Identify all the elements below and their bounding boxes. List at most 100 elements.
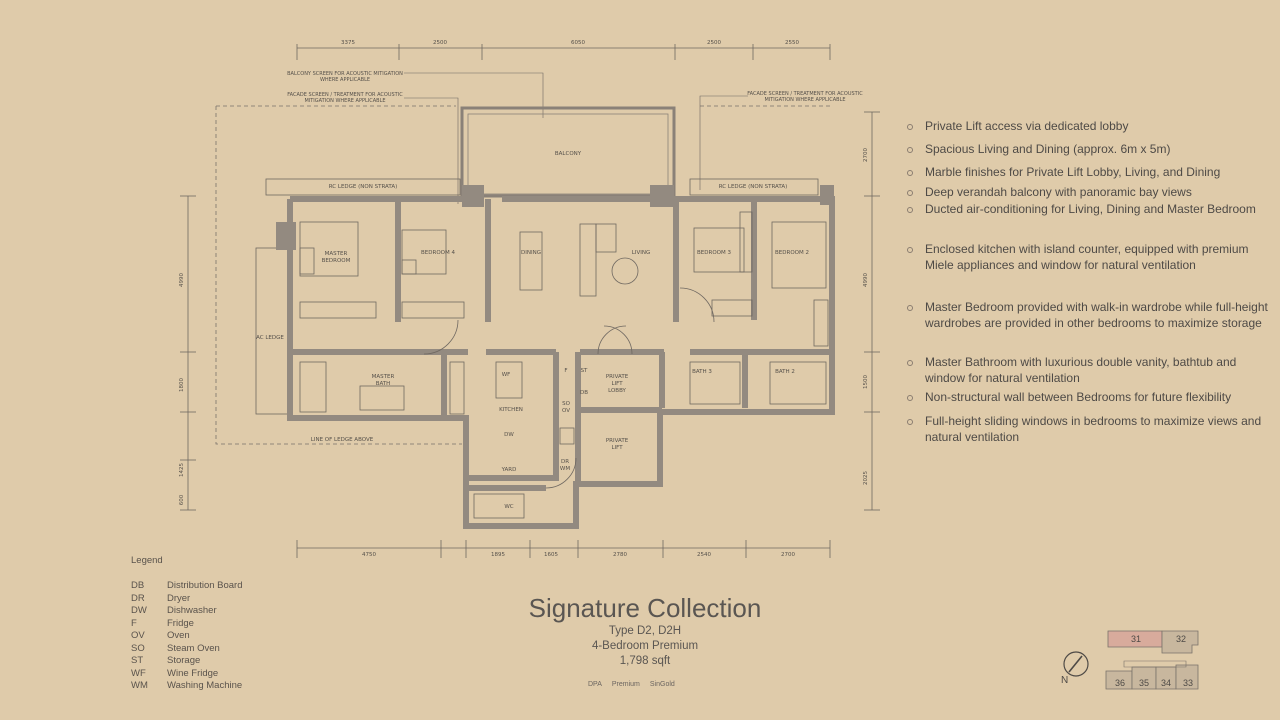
dimension-lines: [180, 44, 880, 558]
facade-left-note-1: FACADE SCREEN / TREATMENT FOR ACOUSTIC: [287, 92, 403, 98]
rc-ledge-right: [689, 178, 819, 196]
room-private-lift-2: LIFT: [611, 445, 623, 451]
legend-row: DR Dryer: [131, 593, 243, 606]
legend-code: F: [131, 617, 137, 629]
dim-right-2: 4990: [863, 273, 869, 287]
furniture: [299, 211, 829, 519]
dim-top-4: 2500: [707, 40, 721, 46]
columns: [276, 185, 834, 250]
legend-code: DR: [131, 592, 145, 604]
legend-row: F Fridge: [131, 618, 243, 631]
legend-desc: Dryer: [167, 592, 191, 604]
room-lift-lobby-1: PRIVATE: [606, 374, 629, 380]
room-bath3: BATH 3: [692, 369, 712, 375]
dim-right-1: 2700: [863, 148, 869, 162]
dim-top-1: 3375: [341, 40, 355, 46]
rc-ledge-right-label: RC LEDGE (NON STRATA): [719, 184, 787, 190]
facade-right-note-2: MITIGATION WHERE APPLICABLE: [764, 97, 845, 103]
legend-desc: Distribution Board: [167, 580, 243, 591]
dim-bottom-1: 4750: [362, 552, 376, 558]
room-labels: BALCONY RC LEDGE (NON STRATA) RC LEDGE (…: [256, 151, 809, 510]
legend-code: ST: [131, 655, 144, 666]
keyplan-label-36: 36: [1115, 678, 1125, 688]
keyplan-label-35: 35: [1139, 678, 1149, 688]
room-master-bedroom-1: MASTER: [325, 251, 348, 257]
keyplan-label-32: 32: [1176, 634, 1186, 644]
room-dining: DINING: [521, 250, 541, 256]
logo-dpa: DPA: [588, 681, 602, 688]
room-f: F: [564, 368, 567, 374]
legend-code: DW: [131, 605, 147, 616]
dim-left-2: 1800: [179, 378, 185, 392]
keyplan-label-33: 33: [1183, 678, 1193, 688]
legend-desc: Washing Machine: [167, 680, 243, 691]
room-private-lift-1: PRIVATE: [606, 438, 629, 444]
dim-top-3: 6050: [571, 40, 585, 46]
legend-desc: Fridge: [167, 617, 194, 629]
keyplan-unit-32: [1161, 630, 1199, 654]
feature-item: Private Lift access via dedicated lobby: [905, 119, 1275, 135]
dim-bottom-6: 2700: [781, 552, 795, 558]
dim-right-3: 1500: [863, 375, 869, 389]
room-bath2: BATH 2: [775, 369, 795, 375]
logo-singold: SinGold: [649, 681, 675, 688]
dimension-labels: 3375 2500 6050 2500 2550 4750 1895 1605 …: [179, 40, 869, 558]
legend-code: WM: [131, 680, 148, 691]
dim-bottom-5: 2540: [697, 552, 711, 558]
dim-left-1: 4990: [179, 273, 185, 287]
room-wc: WC: [504, 504, 513, 510]
balcony-screen-note-1: BALCONY SCREEN FOR ACOUSTIC MITIGATION: [287, 71, 403, 77]
legend-desc: Wine Fridge: [167, 667, 219, 679]
legend-desc: Dishwasher: [167, 605, 217, 616]
logo-premium: Premium: [611, 681, 640, 688]
room-master-bath-2: BATH: [376, 381, 391, 387]
feature-item: Deep verandah balcony with panoramic bay…: [905, 185, 1275, 201]
feature-item: Enclosed kitchen with island counter, eq…: [905, 242, 1275, 273]
dim-bottom-3: 1605: [544, 552, 558, 558]
room-balcony: BALCONY: [555, 151, 582, 157]
legend-code: WF: [131, 667, 146, 679]
annotation-labels: BALCONY SCREEN FOR ACOUSTIC MITIGATION W…: [287, 71, 863, 104]
balcony-screen-note-2: WHERE APPLICABLE: [320, 77, 370, 83]
keyplan-label-31: 31: [1131, 634, 1141, 644]
unit-category: 4-Bedroom Premium: [591, 640, 699, 652]
rc-ledge-left: [265, 178, 461, 196]
feature-item: Full-height sliding windows in bedrooms …: [905, 414, 1275, 445]
room-bedroom3: BEDROOM 3: [697, 250, 731, 256]
keyplan-label-34: 34: [1161, 678, 1171, 688]
room-kitchen: KITCHEN: [499, 407, 523, 413]
room-lift-lobby-2: LIFT: [611, 381, 623, 387]
dim-left-3: 1425: [179, 463, 185, 477]
key-plan: 31 32 36 35 34 33: [1105, 630, 1199, 690]
feature-item: Spacious Living and Dining (approx. 6m x…: [905, 142, 1275, 158]
rc-ledge-left-label: RC LEDGE (NON STRATA): [329, 184, 397, 190]
facade-left-note-2: MITIGATION WHERE APPLICABLE: [304, 98, 385, 104]
legend-row: DW Dishwasher: [131, 605, 243, 618]
feature-item: Non-structural wall between Bedrooms for…: [905, 390, 1275, 406]
keyplan-corridor: [1123, 660, 1187, 668]
feature-item: Master Bathroom with luxurious double va…: [905, 355, 1275, 386]
developer-logos: DPA Premium SinGold: [588, 681, 675, 688]
dim-left-4: 600: [179, 494, 185, 505]
legend-title: Legend: [131, 555, 163, 566]
north-label: N: [1061, 675, 1068, 686]
feature-item: Ducted air-conditioning for Living, Dini…: [905, 202, 1275, 218]
room-wm: WM: [560, 466, 570, 472]
line-of-ledge-label: LINE OF LEDGE ABOVE: [311, 437, 374, 443]
room-bedroom4: BEDROOM 4: [421, 250, 455, 256]
room-bedroom2: BEDROOM 2: [775, 250, 809, 256]
room-dw: DW: [504, 432, 514, 438]
unit-area: 1,798 sqft: [619, 655, 671, 667]
room-st: ST: [581, 368, 588, 374]
room-master-bedroom-2: BEDROOM: [322, 258, 351, 264]
room-master-bath-1: MASTER: [372, 374, 395, 380]
ledge-outline: [215, 105, 830, 445]
room-db: DB: [580, 390, 588, 396]
north-compass-icon: N: [1061, 651, 1089, 686]
dim-top-2: 2500: [433, 40, 447, 46]
feature-item: Marble finishes for Private Lift Lobby, …: [905, 165, 1275, 181]
title-block: Signature Collection Type D2, D2H 4-Bedr…: [445, 592, 845, 669]
room-living: LIVING: [632, 250, 650, 256]
room-yard: YARD: [501, 467, 517, 473]
